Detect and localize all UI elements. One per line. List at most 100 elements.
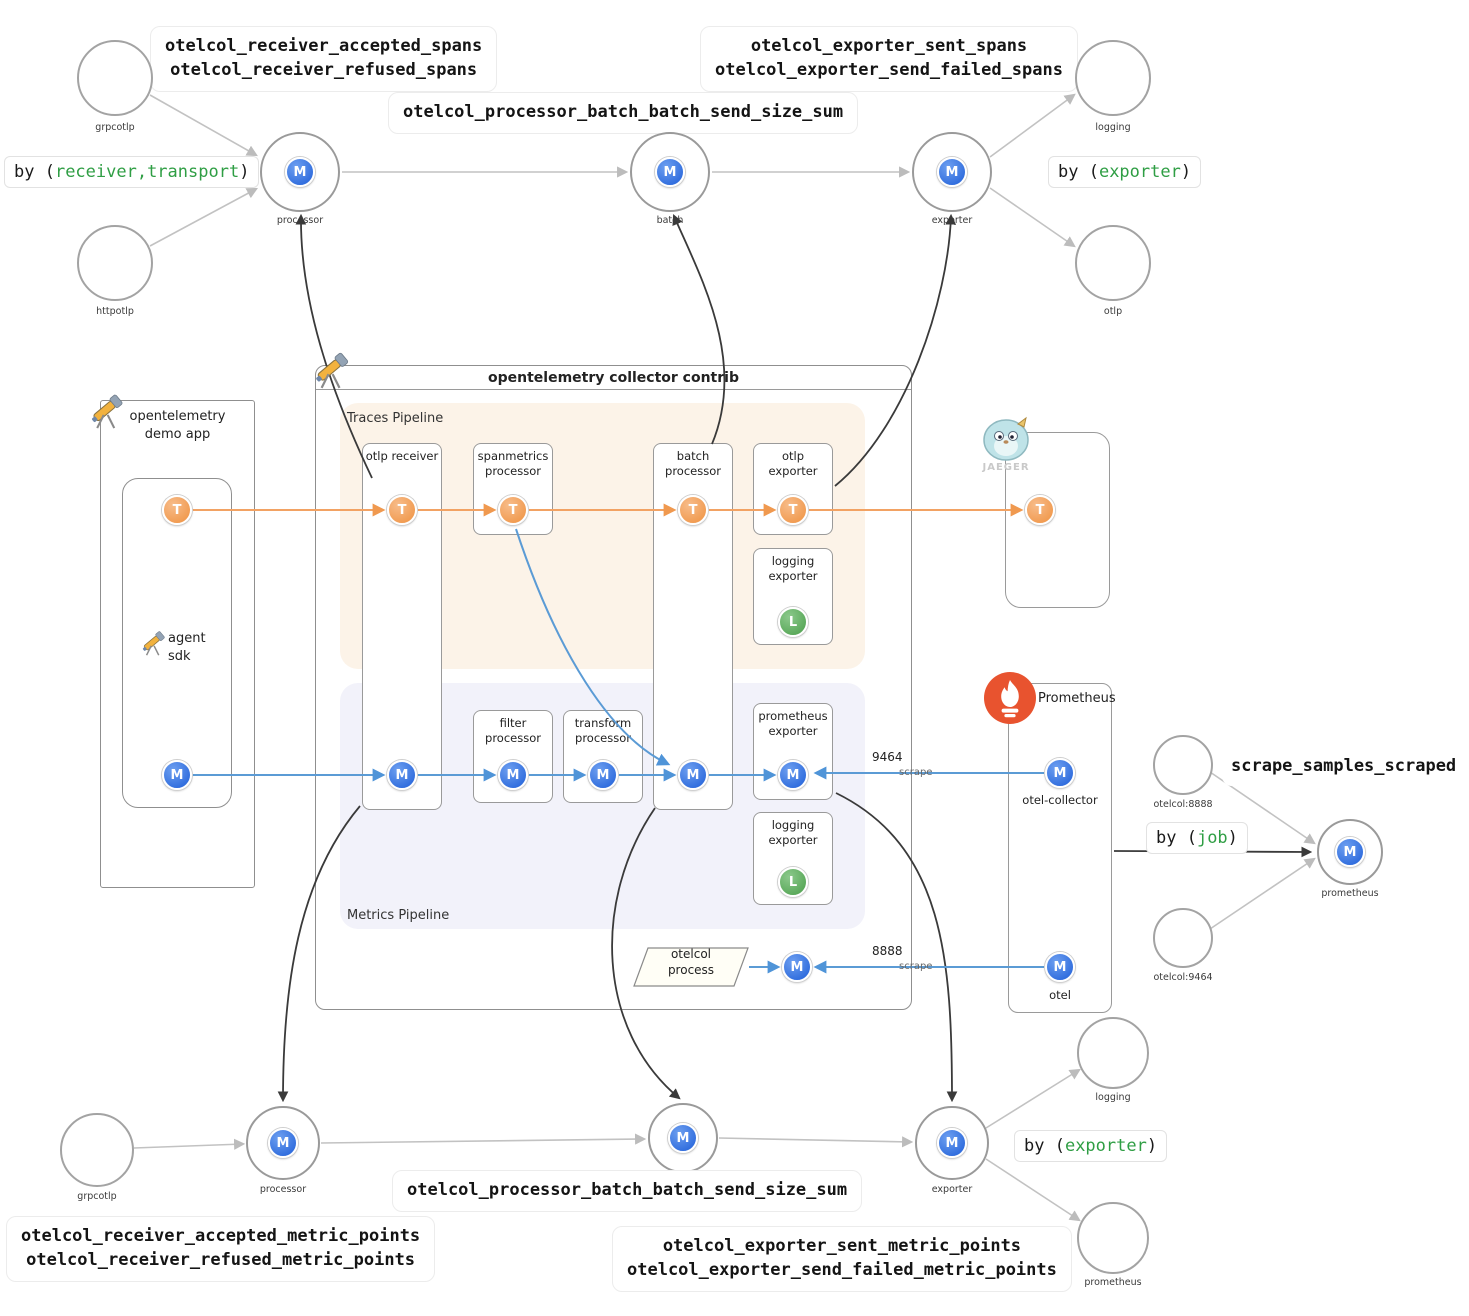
metric-node-batch-bottom: M [648,1103,718,1173]
label-receiver-spans: otelcol_receiver_accepted_spans otelcol_… [150,26,498,92]
metric-node-otel-target: M [1045,952,1075,982]
node-otlp-top [1075,225,1151,301]
by-suffix: ) [1146,1136,1158,1156]
label-httpotlp-top: httpotlp [96,306,134,317]
metric-chip: M [668,1123,698,1153]
by-value: exporter [1064,1136,1147,1156]
label-exporter-metric-points: otelcol_exporter_sent_metric_points otel… [612,1226,1072,1292]
label-batch-send-size-bottom: otelcol_processor_batch_batch_send_size_… [392,1170,863,1212]
metric-node-transform: M [588,760,618,790]
metric-chip: M [268,1128,298,1158]
label-grpcotlp-bottom: grpcotlp [77,1191,117,1202]
by-value: exporter [1098,162,1181,182]
label-batch-top: batch [656,215,684,226]
label-otlp-top: otlp [1103,306,1123,317]
by-suffix: ) [1227,828,1238,848]
label-prometheus-node: prometheus [1321,888,1379,899]
label-processor-bottom: processor [259,1184,307,1195]
collector-title: opentelemetry collector contrib [316,366,911,390]
port-9464: 9464 [872,750,903,764]
label-exporter-bottom: exporter [931,1184,973,1195]
trace-node-spanmetrics: T [498,495,528,525]
metric-chip: M [937,157,967,187]
telescope-icon [92,394,123,429]
prometheus-logo-icon [984,672,1036,724]
component-otlp-exporter: otlp exporter [753,443,833,535]
node-prometheus-bottom [1077,1202,1149,1274]
metric-node-batch-pipeline: M [678,760,708,790]
label-scrape-samples-scraped: scrape_samples_scraped [1222,748,1466,786]
metric-node-exporter-top: M [912,132,992,212]
label-logging-bottom: logging [1095,1092,1131,1103]
label-otel-collector: otel-collector [1022,793,1098,807]
metric-node-otelcol-process: M [782,952,812,982]
label-exporter-spans: otelcol_exporter_sent_spans otelcol_expo… [700,26,1078,92]
agent-sdk-label: agent sdk [168,631,206,664]
by-prefix: by ( [1156,828,1197,848]
trace-node-agent: T [162,495,192,525]
metric-node-prometheus-exporter: M [778,760,808,790]
metric-chip: M [285,157,315,187]
jaeger-label: JAEGER [982,462,1030,473]
node-httpotlp-top [77,225,153,301]
scrape-label-9464: scrape [899,767,933,778]
metric-chip: M [1335,837,1365,867]
jaeger-box [1005,432,1110,608]
telescope-icon [316,352,349,389]
node-logging-top [1075,40,1151,116]
metric-node-exporter-bottom: M [915,1106,989,1180]
traces-pipeline-label: Traces Pipeline [347,411,444,426]
by-suffix: ) [239,162,250,182]
metric-node-batch-top: M [630,132,710,212]
collector-title-text: opentelemetry collector contrib [488,370,739,386]
by-prefix: by ( [14,162,55,182]
label-otel: otel [1049,988,1071,1002]
metric-node-agent: M [162,760,192,790]
trace-node-otlp-exporter: T [778,495,808,525]
scrape-label-8888: scrape [899,961,933,972]
metric-node-filter: M [498,760,528,790]
node-grpcotlp-top [77,40,153,116]
node-grpcotlp-bottom [60,1113,134,1187]
by-value: job [1196,828,1228,848]
trace-node-jaeger: T [1025,495,1055,525]
label-prometheus-bottom: prometheus [1084,1277,1142,1288]
metric-node-processor-top: M [260,132,340,212]
label-otelcol-9464: otelcol:9464 [1153,972,1213,983]
label-grpcotlp-top: grpcotlp [95,122,135,133]
agent-sdk-box [122,478,232,808]
by-job-label: by (job) [1146,822,1248,854]
node-otelcol-9464 [1153,908,1213,968]
by-value: receiver,transport [54,162,240,182]
metric-node-otlp-receiver: M [387,760,417,790]
by-suffix: ) [1180,162,1192,182]
log-node-logging-exporter-metrics: L [778,867,808,897]
by-exporter-label-top: by (exporter) [1048,156,1202,188]
label-logging-top: logging [1095,122,1131,133]
trace-node-batch: T [678,495,708,525]
prometheus-title: Prometheus [1038,691,1116,706]
trace-node-otlp-receiver: T [387,495,417,525]
metric-chip: M [937,1128,967,1158]
by-prefix: by ( [1058,162,1099,182]
label-exporter-top: exporter [931,215,973,226]
telescope-icon [142,631,165,656]
metric-node-processor-bottom: M [246,1106,320,1180]
by-exporter-label-bottom: by (exporter) [1014,1130,1168,1162]
metric-chip: M [655,157,685,187]
node-logging-bottom [1077,1017,1149,1089]
metrics-pipeline-label: Metrics Pipeline [347,908,450,923]
by-receiver-transport-label: by (receiver,transport) [4,156,260,188]
jaeger-mascot-icon [983,416,1029,461]
metric-node-otel-collector-target: M [1045,758,1075,788]
metric-node-prometheus-right: M [1317,819,1383,885]
demo-app-title: opentelemetry demo app [129,409,226,442]
otelcol-process-label: otelcol process [667,947,715,978]
node-otelcol-8888 [1153,735,1213,795]
port-8888: 8888 [872,944,903,958]
label-batch-send-size-top: otelcol_processor_batch_batch_send_size_… [388,92,859,134]
log-node-logging-exporter-traces: L [778,607,808,637]
by-prefix: by ( [1024,1136,1065,1156]
label-otelcol-8888: otelcol:8888 [1153,799,1213,810]
